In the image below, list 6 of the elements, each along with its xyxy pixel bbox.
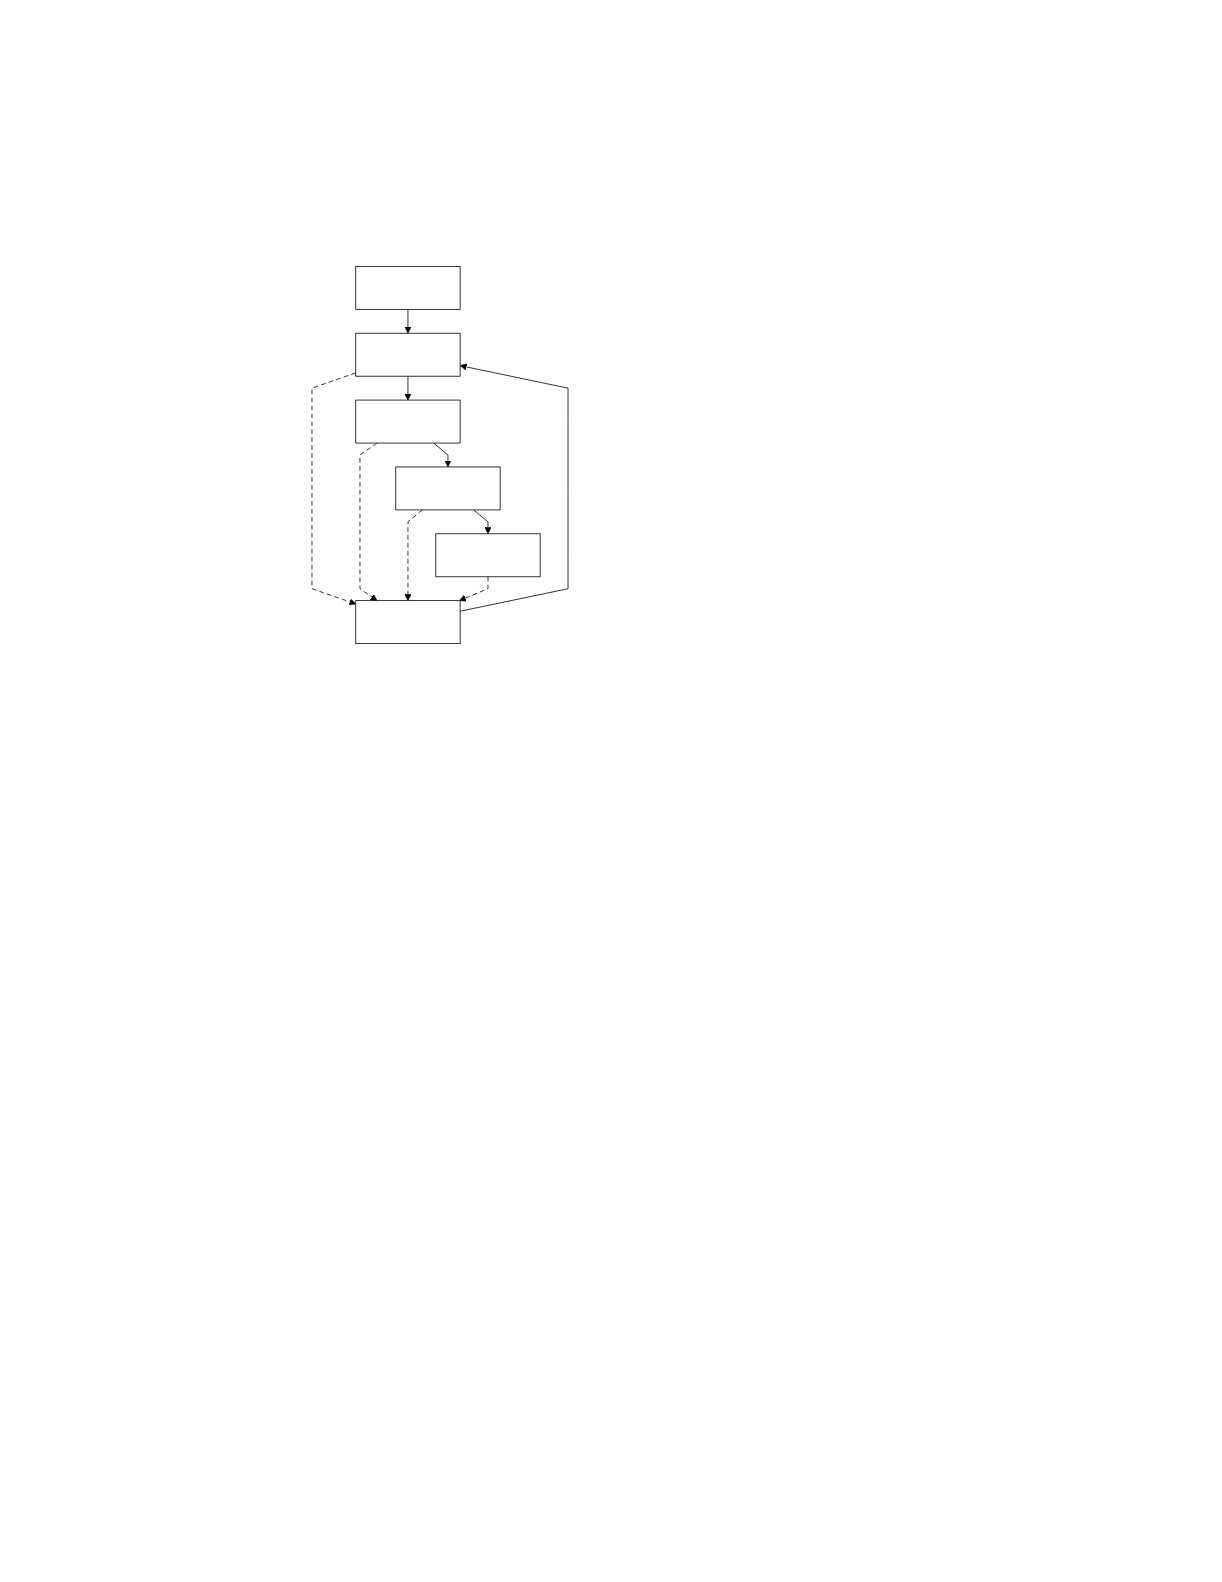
node-box [355,600,461,645]
node-box [395,466,501,511]
node-box [355,332,461,377]
node-box [355,399,461,444]
node-box [435,533,541,578]
node-box [355,265,461,310]
